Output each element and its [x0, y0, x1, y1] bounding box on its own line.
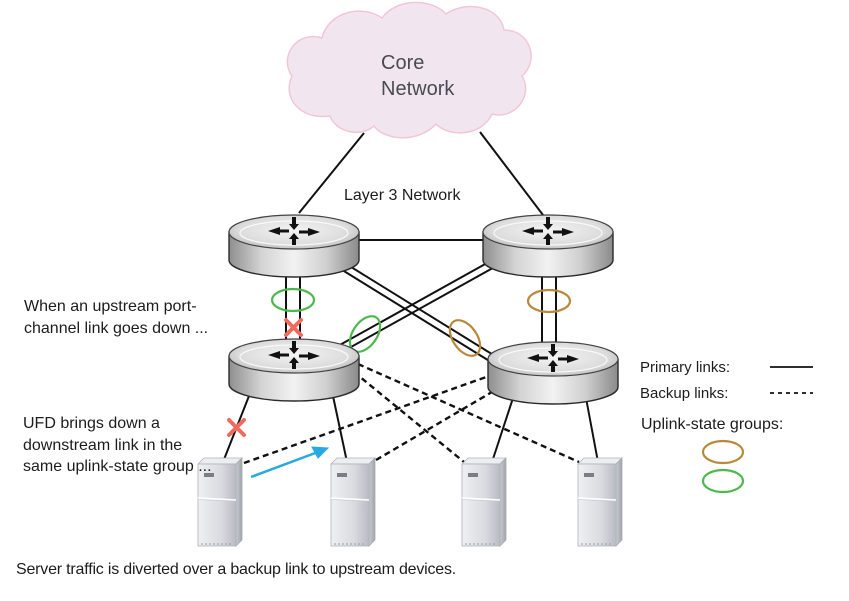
core-network-label-line2: Network [381, 78, 455, 100]
link-core-right-to-access-left-a [337, 257, 497, 347]
upstream-failure-note: When an upstream port-channel link goes … [24, 298, 209, 337]
ufd-note: UFD brings down a downstream link in the… [23, 415, 212, 475]
link-core-left-to-access-right-b [338, 267, 492, 363]
group-ring-green-vertical [270, 287, 316, 313]
core-router-left[interactable] [228, 214, 360, 278]
server-3[interactable] [461, 457, 507, 547]
backup-link-access-left-to-server-3 [353, 371, 465, 463]
access-switch-right[interactable] [487, 341, 619, 405]
link-core-right-to-access-left-b [341, 263, 501, 353]
layer3-network-label: Layer 3 Network [344, 187, 461, 204]
core-network-label: Core Network [381, 50, 454, 102]
core-network-cloud [286, 1, 532, 139]
core-network-label-line1: Core [381, 52, 425, 74]
diagram-caption: Server traffic is diverted over a backup… [16, 561, 457, 578]
legend-groups-label: Uplink-state groups: [641, 416, 784, 433]
access-switch-left[interactable] [228, 338, 360, 402]
failure-mark-uplink [284, 318, 303, 337]
core-router-right[interactable] [482, 214, 614, 278]
group-ring-brown-vertical [526, 288, 572, 314]
server-2[interactable] [330, 457, 376, 547]
legend-backup-label: Backup links: [640, 385, 729, 402]
backup-link-access-left-to-server-4 [357, 362, 580, 464]
backup-links [243, 362, 580, 465]
link-cloud-to-core-right [479, 131, 544, 216]
legend-primary-label: Primary links: [640, 359, 731, 376]
failure-mark-downlink [227, 418, 246, 437]
traffic-diverted-arrow [250, 446, 330, 479]
group-ring-brown-cross [448, 319, 482, 357]
primary-links [222, 131, 599, 463]
link-access-right-to-server-4 [585, 397, 599, 463]
server-4[interactable] [577, 457, 623, 547]
backup-link-server-2-to-access-right [375, 390, 493, 462]
legend-group-ring-brown [701, 439, 745, 465]
legend-group-ring-green [701, 468, 745, 494]
backup-link-server-1-to-access-right [243, 374, 490, 465]
link-cloud-to-core-left [298, 132, 365, 214]
link-access-right-to-server-3 [491, 397, 514, 463]
